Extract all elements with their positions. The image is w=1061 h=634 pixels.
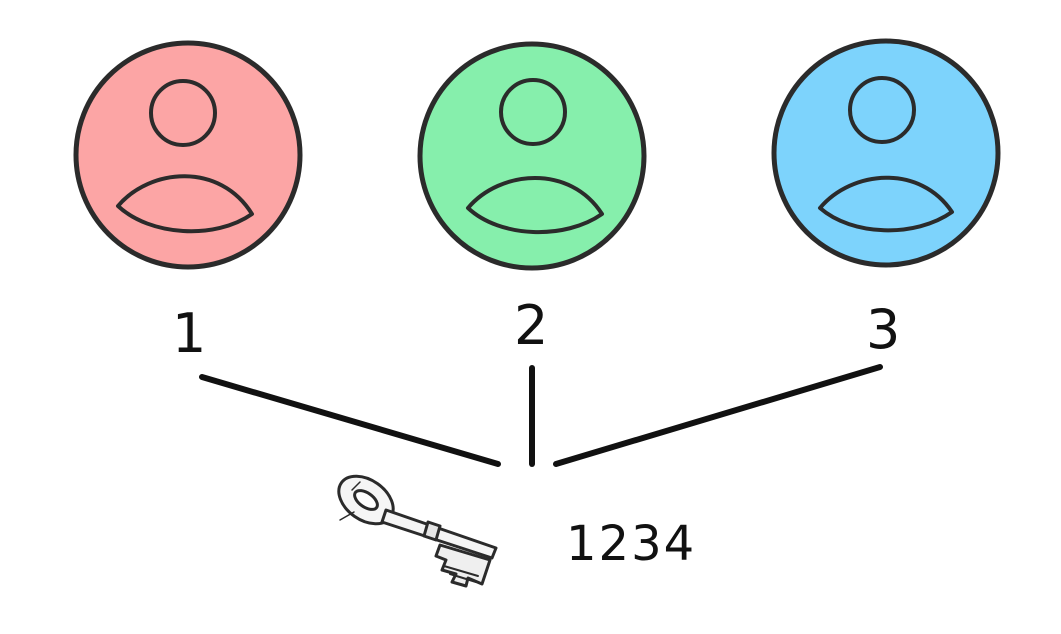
user-avatar-icon (818, 76, 954, 233)
user-avatar-circle-1 (73, 40, 303, 270)
connector-lines (199, 364, 883, 467)
user-node-3: 3 (771, 38, 1001, 361)
key-icon (337, 474, 498, 588)
user-node-2: 2 (417, 41, 647, 357)
user-node-1: 1 (73, 40, 303, 365)
connector-line-1 (199, 374, 501, 467)
key-code: 1234 (566, 516, 696, 572)
user-label-3: 3 (866, 298, 900, 361)
user-avatar-icon (116, 79, 254, 234)
user-avatar-circle-2 (417, 41, 647, 271)
user-label-1: 1 (172, 302, 206, 365)
connector-line-3 (553, 364, 883, 467)
user-avatar-circle-3 (771, 38, 1001, 268)
user-avatar-icon (466, 78, 604, 235)
user-label-2: 2 (514, 294, 548, 357)
